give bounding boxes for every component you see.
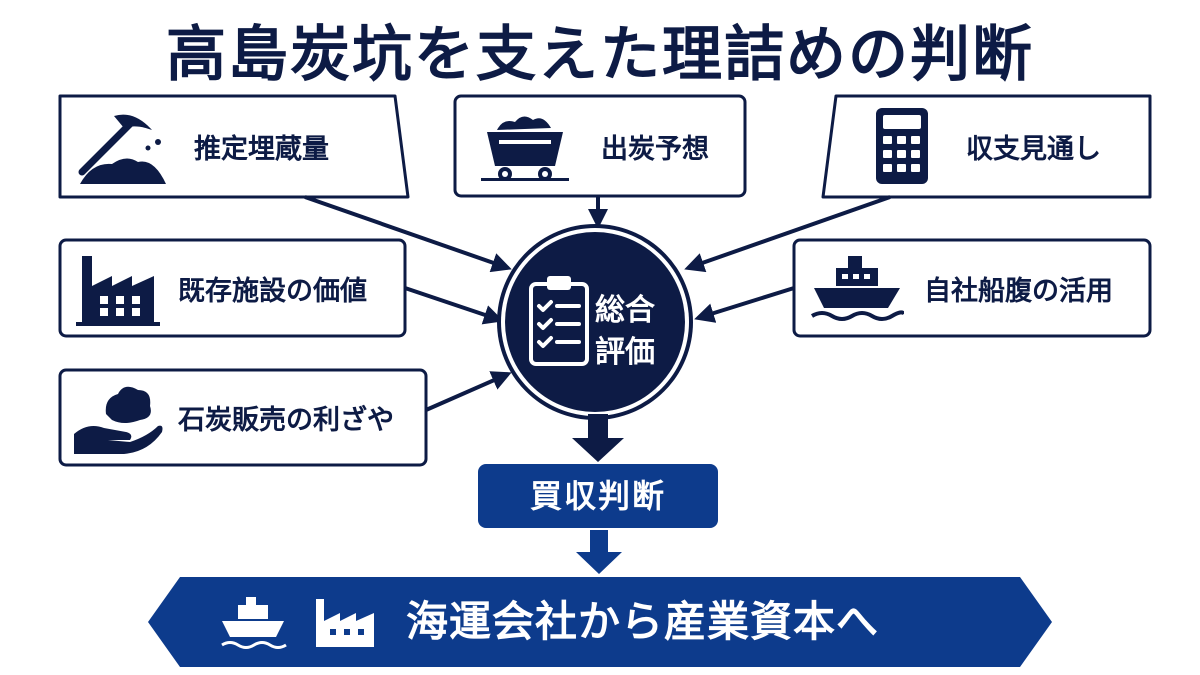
factor-label: 自社船腹の活用 — [924, 275, 1113, 307]
factor-financial-outlook: 収支見通し — [852, 100, 1101, 192]
ship-icon — [221, 597, 287, 649]
edge-reserves-to-hub — [304, 195, 512, 273]
hub-label-line1: 総合 — [595, 293, 655, 328]
factory-icon — [66, 248, 166, 328]
edge-ships-to-hub — [694, 286, 795, 323]
factor-own-fleet-utilization: 自社船腹の活用 — [806, 244, 1113, 332]
factor-existing-facilities-value: 既存施設の価値 — [66, 244, 367, 332]
hand-coal-icon — [66, 378, 166, 458]
factor-label: 収支見通し — [966, 133, 1101, 165]
edge-margin-to-hub — [425, 371, 512, 412]
edge-facilities-to-hub — [404, 286, 504, 325]
pickaxe-coal-icon — [72, 106, 172, 186]
factor-coal-sales-margin: 石炭販売の利ざや — [66, 374, 394, 461]
ship-and-factory-icons — [221, 597, 374, 649]
factory-icon — [316, 599, 374, 647]
hub-label-line2: 評価 — [595, 335, 655, 370]
factor-label: 既存施設の価値 — [178, 275, 367, 307]
ship-icon — [806, 248, 906, 328]
arrow-down-icon — [572, 414, 624, 462]
hub-label: 総合 評価 — [595, 290, 675, 374]
factor-label: 推定埋蔵量 — [194, 133, 329, 165]
result-label: 海運会社から産業資本へ — [406, 597, 880, 646]
result-banner: 海運会社から産業資本へ — [148, 577, 1052, 667]
checklist-clipboard-icon — [529, 276, 589, 366]
factor-label: 出炭予想 — [601, 133, 709, 165]
arrow-down-icon — [576, 530, 622, 574]
factor-label: 石炭販売の利ざや — [178, 405, 394, 436]
calculator-icon — [852, 106, 952, 186]
overall-evaluation-hub: 総合 評価 — [505, 232, 685, 412]
edge-balance-to-hub — [684, 195, 891, 273]
acquisition-decision-box: 買収判断 — [478, 464, 718, 528]
factor-estimated-reserves: 推定埋蔵量 — [72, 100, 329, 192]
page-title: 高島炭坑を支えた理詰めの判断 — [166, 20, 1034, 90]
coal-cart-icon — [475, 106, 575, 186]
factor-coal-output-forecast: 出炭予想 — [475, 100, 709, 192]
